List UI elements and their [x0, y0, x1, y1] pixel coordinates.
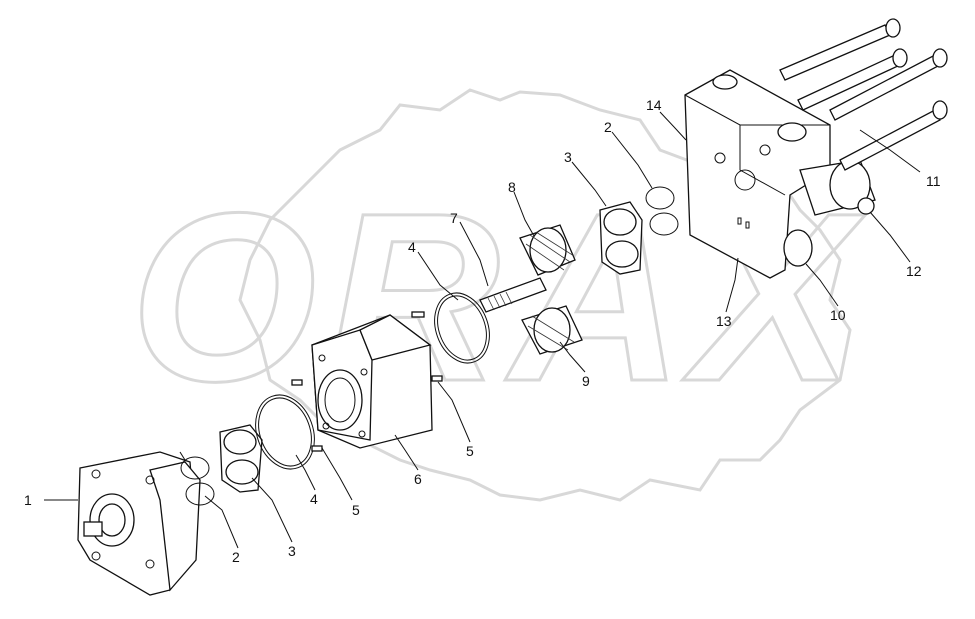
callout-1: 1 — [24, 492, 32, 508]
callout-5a: 5 — [352, 502, 360, 518]
callout-5b: 5 — [466, 443, 474, 459]
pump-housing — [311, 314, 433, 449]
motor-flange — [77, 451, 201, 596]
callout-2b: 2 — [604, 119, 612, 135]
callout-4a: 4 — [310, 491, 318, 507]
leader-lines — [44, 111, 921, 549]
retaining-clip-right — [645, 186, 679, 236]
dowel-pins — [291, 311, 443, 452]
valve-block — [684, 69, 831, 279]
retaining-clip-left — [179, 451, 215, 506]
callout-13: 13 — [716, 313, 732, 329]
callout-12: 12 — [906, 263, 922, 279]
o-ring-right — [434, 292, 490, 364]
driven-gear — [521, 305, 583, 355]
callout-3b: 3 — [564, 149, 572, 165]
callout-6: 6 — [414, 471, 422, 487]
callouts: 1 2 3 4 5 6 5 4 7 8 3 2 9 14 13 10 11 12 — [24, 97, 941, 565]
callout-11: 11 — [926, 173, 941, 189]
callout-14: 14 — [646, 97, 662, 113]
long-bolts — [779, 18, 948, 171]
callout-8: 8 — [508, 179, 516, 195]
callout-4b: 4 — [408, 239, 416, 255]
splined-shaft — [479, 277, 547, 313]
callout-2a: 2 — [232, 549, 240, 565]
bearing-block-left — [219, 424, 263, 493]
valve-plug — [783, 229, 813, 267]
callout-3a: 3 — [288, 543, 296, 559]
callout-7: 7 — [450, 210, 458, 226]
bearing-block-right — [599, 201, 643, 275]
drive-gear — [519, 224, 576, 276]
o-ring-left — [255, 394, 315, 470]
solenoid — [799, 159, 876, 216]
callout-10: 10 — [830, 307, 846, 323]
callout-9: 9 — [582, 373, 590, 389]
